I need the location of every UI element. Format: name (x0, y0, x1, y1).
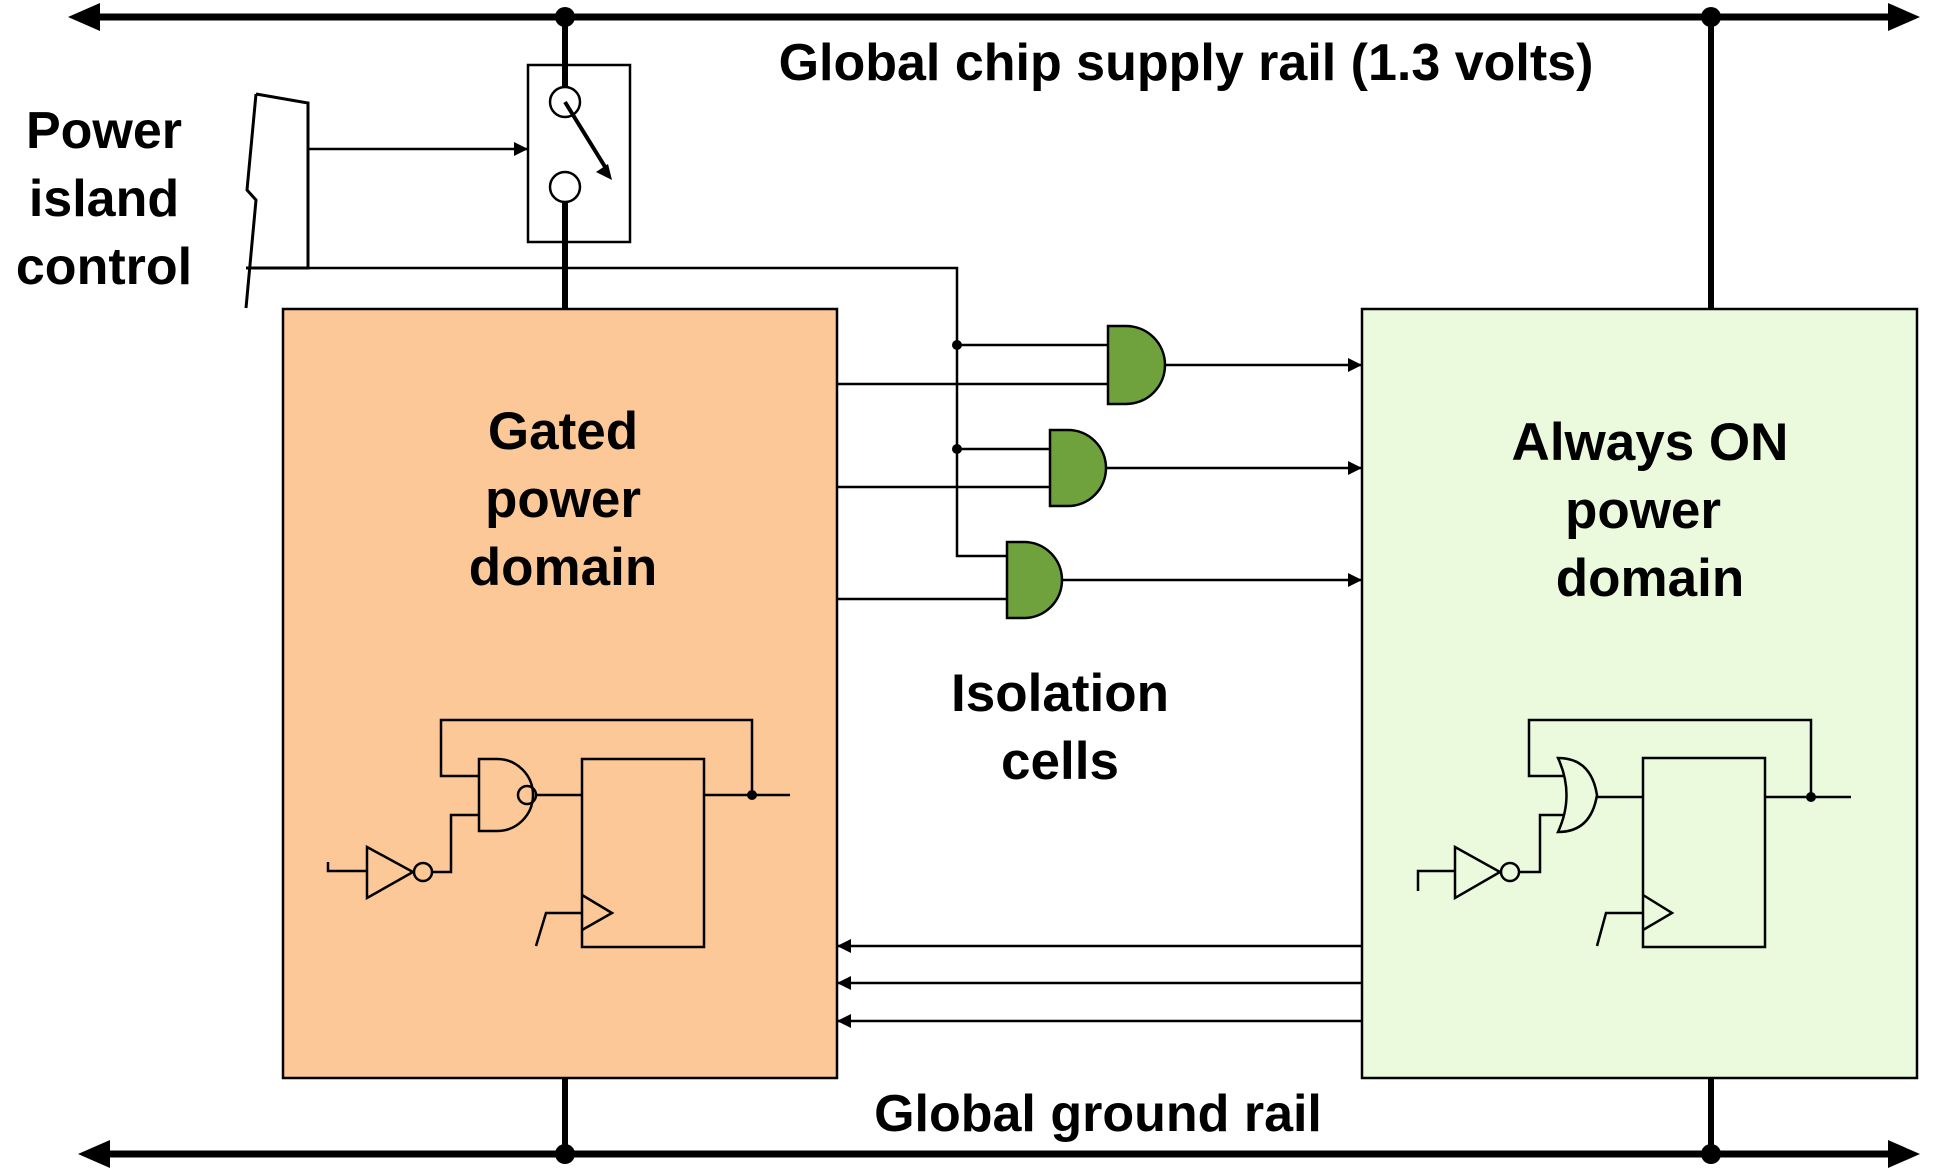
svg-text:Always ON: Always ON (1512, 413, 1789, 472)
power-island-control-block (244, 92, 1108, 558)
svg-text:power: power (485, 470, 641, 529)
power-island-control-label: Power island control (16, 102, 192, 296)
always-on-domain-logic (1416, 718, 1851, 949)
gated-outputs (837, 382, 1108, 601)
svg-text:domain: domain (469, 538, 657, 597)
svg-text:control: control (16, 238, 192, 296)
return-signals (837, 939, 1362, 1028)
svg-text:power: power (1565, 481, 1721, 540)
power-connections (562, 17, 1714, 1154)
gated-domain-logic (326, 718, 790, 949)
isolated-signals (1062, 358, 1362, 587)
supply-rail-label: Global chip supply rail (1.3 volts) (779, 34, 1594, 92)
gated-power-domain-box (281, 307, 839, 1080)
ground-rail-label: Global ground rail (874, 1085, 1322, 1143)
isolation-cells-label: Isolation cells (951, 664, 1169, 791)
svg-text:Isolation: Isolation (951, 664, 1169, 723)
svg-text:island: island (29, 170, 179, 228)
gated-power-domain-label: Gated power domain (469, 402, 657, 597)
ground-rail (78, 1140, 1920, 1168)
svg-text:cells: cells (1001, 732, 1119, 791)
always-on-power-domain-box (1360, 307, 1919, 1080)
power-switch (526, 63, 632, 244)
supply-rail (68, 3, 1920, 31)
isolation-cell-1 (1106, 324, 1167, 406)
svg-text:Power: Power (26, 102, 182, 160)
isolation-cell-2 (1048, 428, 1108, 508)
always-on-power-domain-label: Always ON power domain (1512, 413, 1789, 608)
isolation-cell-3 (1005, 540, 1064, 620)
svg-text:Gated: Gated (488, 402, 638, 461)
svg-text:domain: domain (1556, 549, 1744, 608)
